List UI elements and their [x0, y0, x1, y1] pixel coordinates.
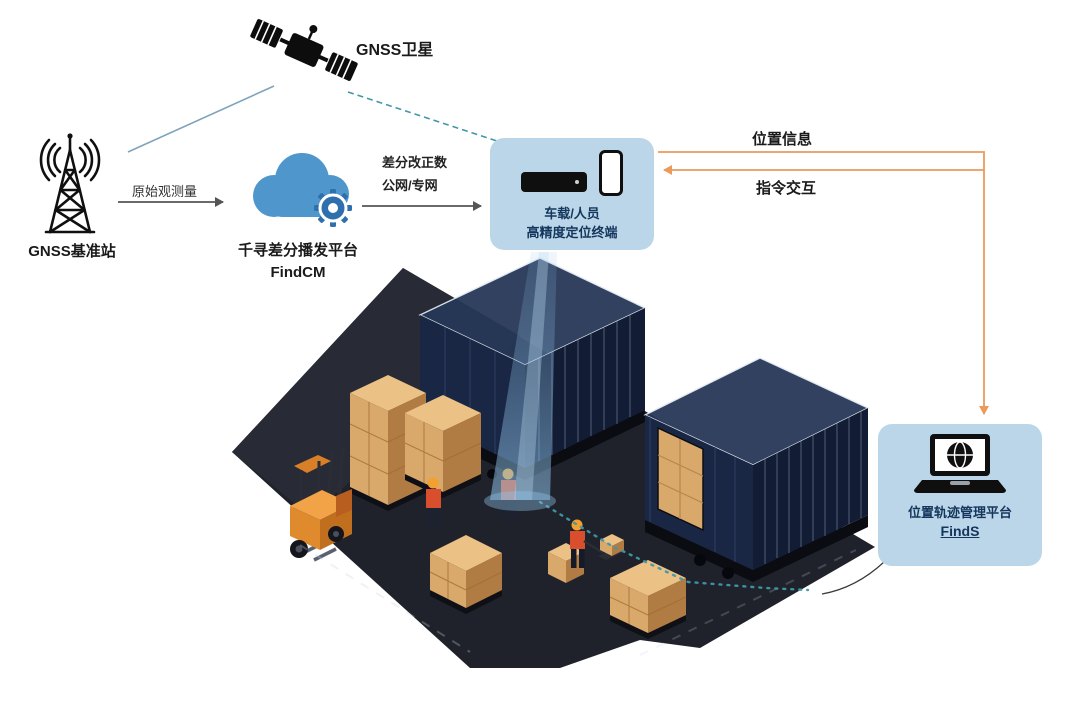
forklift — [290, 447, 352, 562]
pallet-stack-2 — [404, 395, 482, 498]
cloud-platform-product: FindCM — [270, 264, 326, 281]
cloud-platform-name: 千寻差分播发平台 — [237, 242, 358, 259]
laptop-globe-icon — [914, 434, 1006, 493]
satellite-icon — [250, 19, 358, 81]
shipping-container-front — [643, 357, 870, 570]
pallet-stack-3 — [429, 535, 503, 614]
worker-1 — [426, 477, 441, 528]
cloud-gear-icon — [253, 153, 352, 227]
container-cargo — [657, 426, 704, 532]
floor-markings — [299, 500, 857, 656]
position-info-label: 位置信息 — [752, 131, 813, 148]
cloud-platform-label: 千寻差分播发平台 FindCM — [212, 240, 384, 284]
connector-satellite-terminal — [347, 91, 507, 145]
command-interaction-label: 指令交互 — [756, 180, 817, 197]
arrow-position-info — [658, 151, 989, 415]
leader-platform-to-yard — [821, 561, 885, 595]
terminal-icons — [490, 150, 654, 196]
terminal-label-line1: 车载/人员 — [544, 206, 600, 221]
terminal-panel: 车载/人员 高精度定位终端 — [490, 138, 654, 250]
worker-3-pallet-jack — [570, 519, 626, 568]
gear-icon — [314, 189, 352, 227]
smartphone-icon — [599, 150, 623, 196]
terminal-label-line2: 高精度定位终端 — [526, 225, 618, 240]
management-platform-panel: 位置轨迹管理平台 FindS — [878, 424, 1042, 566]
base-station-label: GNSS基准站 — [28, 243, 116, 260]
platform-label-name: 位置轨迹管理平台 — [907, 505, 1012, 520]
corrections-label: 差分改正数 公网/专网 — [382, 151, 447, 197]
terminal-led — [575, 180, 579, 184]
raw-observation-label: 原始观测量 — [132, 184, 198, 199]
satellite-label: GNSS卫星 — [356, 42, 434, 59]
vehicle-terminal-icon — [521, 172, 587, 192]
corrections-line1: 差分改正数 — [382, 155, 448, 170]
positioning-beam — [484, 252, 557, 511]
pallet-stack-4 — [609, 560, 687, 639]
globe-icon — [947, 441, 973, 469]
connector-satellite-base — [127, 85, 275, 153]
platform-label-product: FindS — [940, 523, 980, 539]
radio-tower-icon — [39, 133, 101, 234]
corrections-line2: 公网/专网 — [382, 178, 438, 193]
